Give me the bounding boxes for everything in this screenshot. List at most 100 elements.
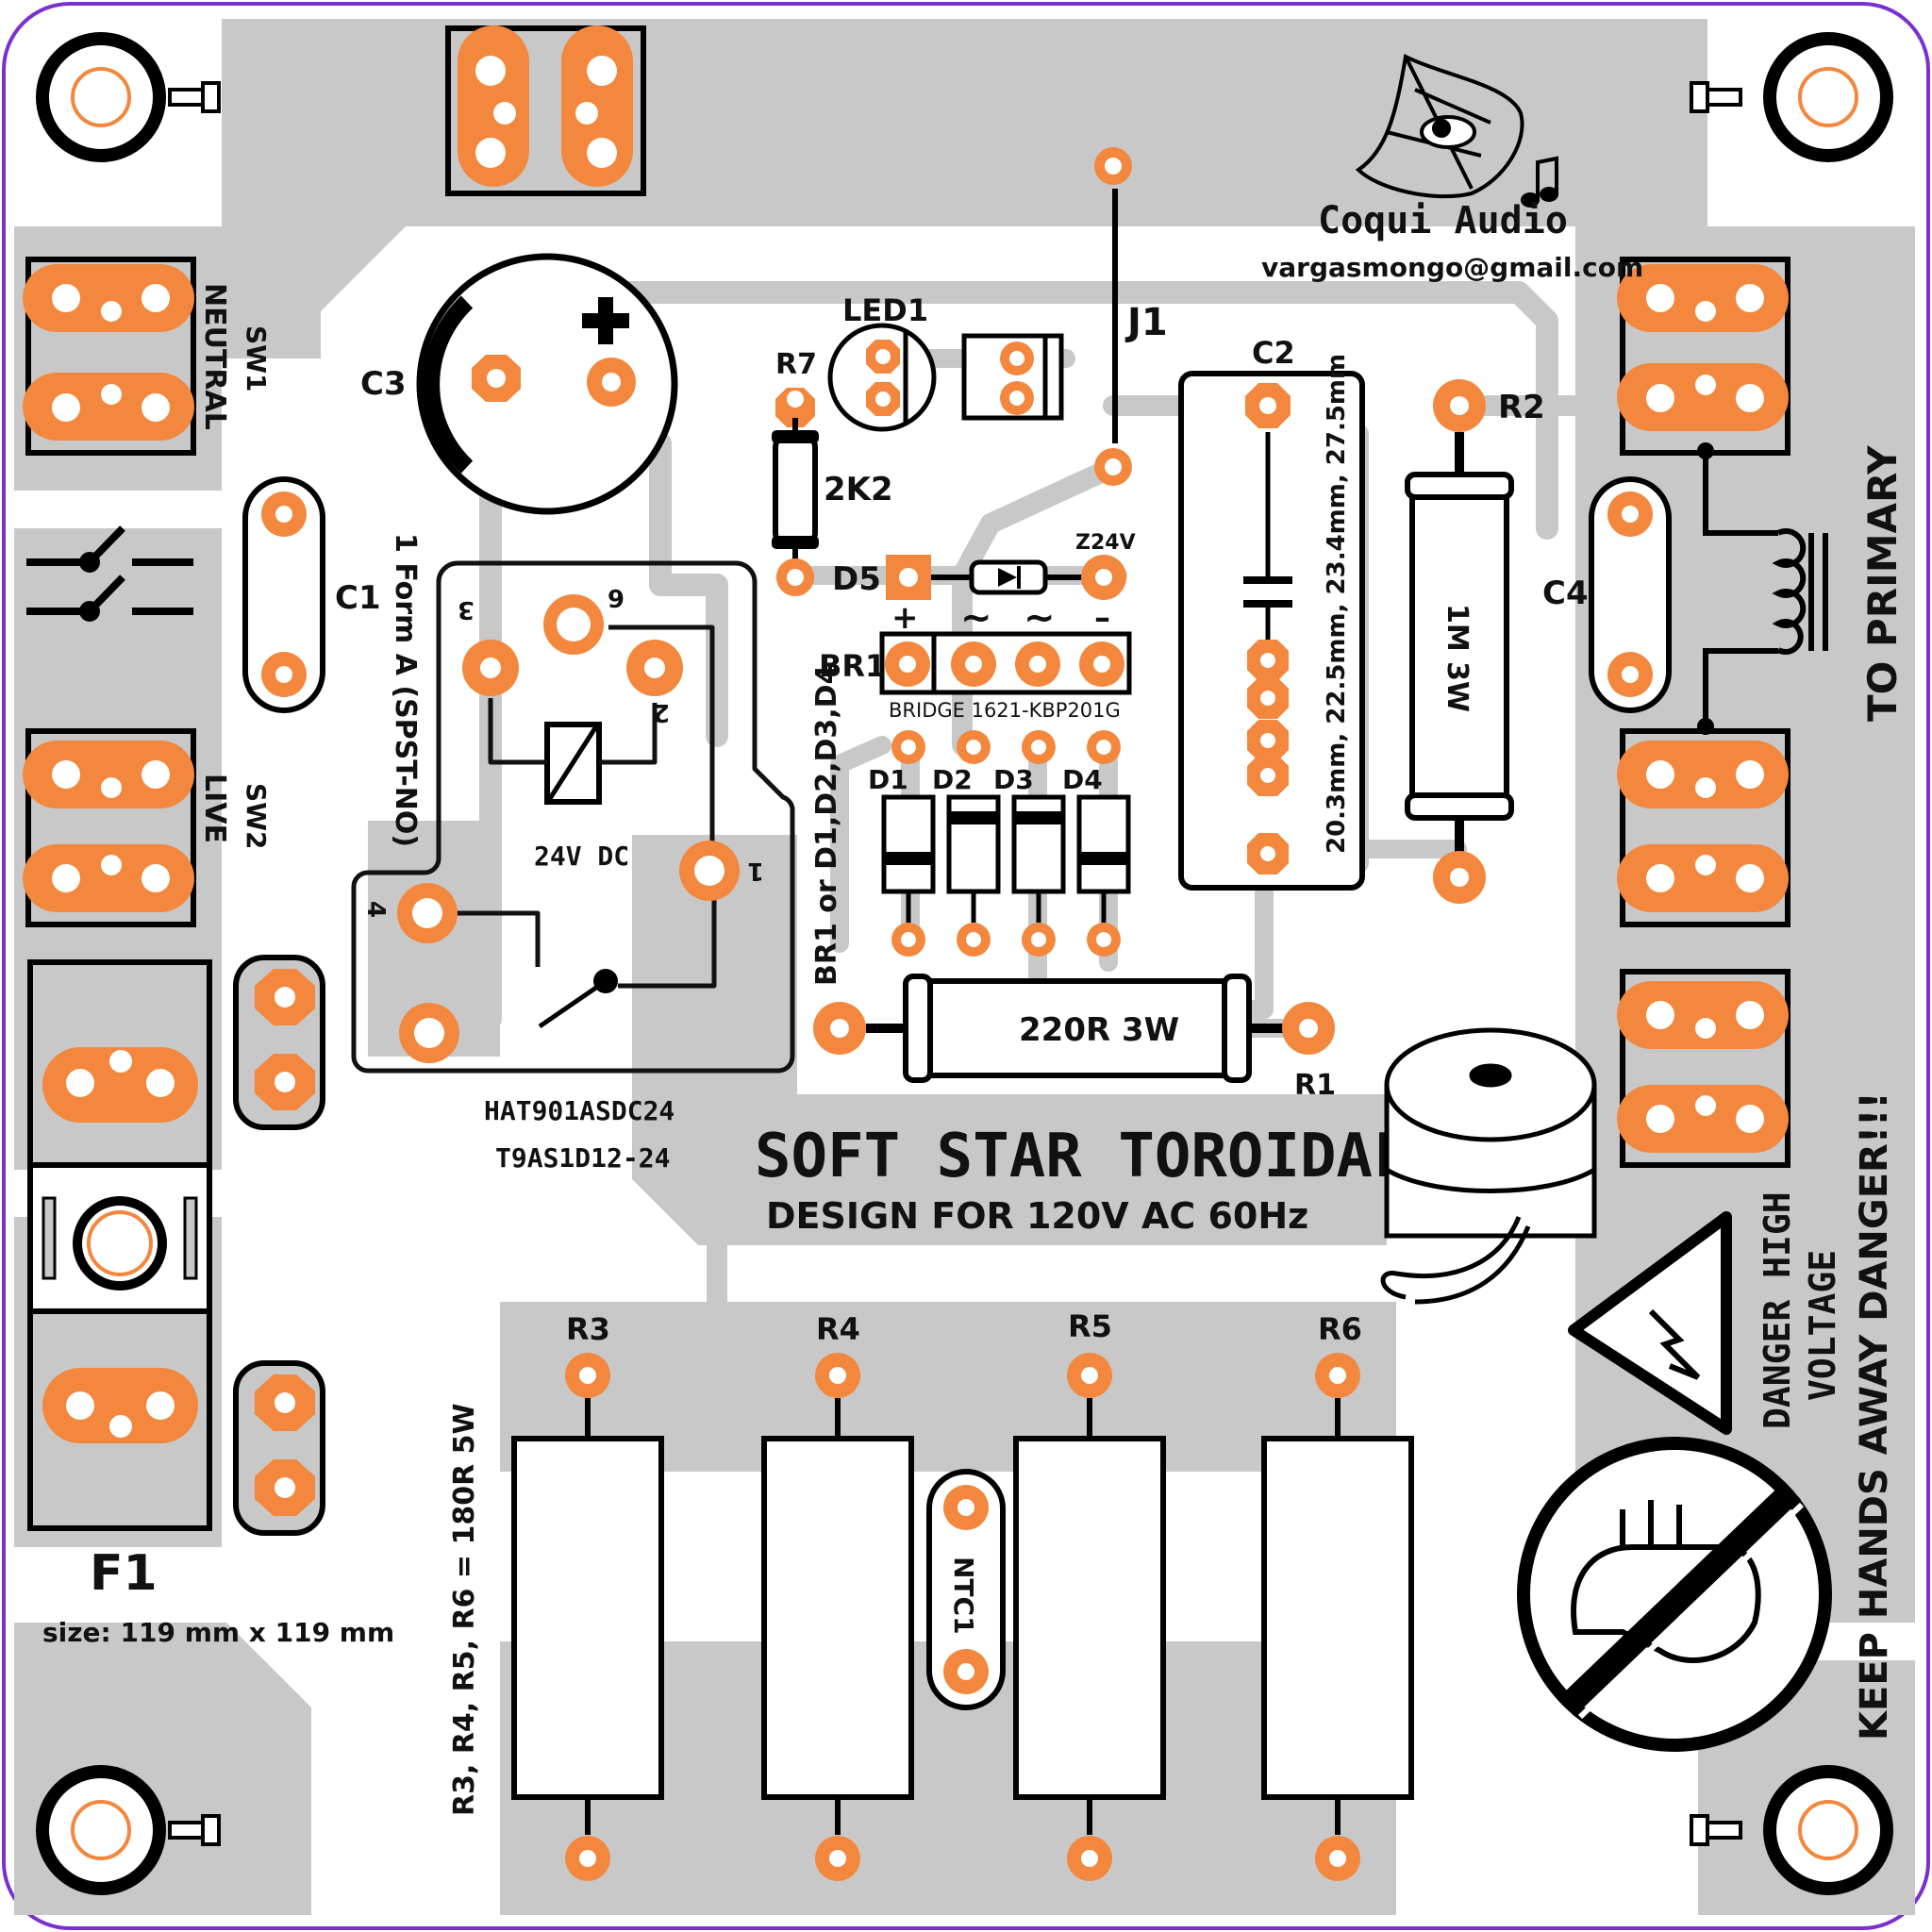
r4-label: R4 (816, 1311, 860, 1347)
brand-email: vargasmongo@gmail.com (1261, 252, 1643, 283)
toroidal-transformer-icon (1380, 1027, 1597, 1305)
fuse-side-pads-top (233, 955, 325, 1130)
brand-name: Coqui Audio (1318, 199, 1568, 242)
relay-part-2: T9AS1D12-24 (495, 1142, 670, 1174)
top-terminal-block (445, 25, 646, 196)
d1-diode (881, 730, 936, 957)
screw-icon (168, 81, 1742, 1846)
r3-label: R3 (566, 1311, 610, 1347)
br1-minus: – (1094, 599, 1110, 637)
sw1-name-label: NEUTRAL (198, 283, 231, 430)
br1-ac1: ~ (960, 596, 992, 640)
d2-label: D2 (932, 764, 973, 795)
c2-sizes-label: 20.3mm, 22.5mm, 23.4mm, 27.5mm (1323, 354, 1351, 854)
relay-type-label: 1 Form A (SPST-NO) (389, 533, 422, 847)
mounting-hole-icon (36, 1765, 166, 1895)
sw1-id-label: SW1 (241, 325, 272, 392)
br1-ac2: ~ (1024, 596, 1056, 640)
br1-plus: + (891, 599, 919, 637)
c3-label: C3 (360, 365, 407, 403)
d3-diode (1011, 730, 1066, 957)
relay-coil-voltage: 24V DC (534, 841, 629, 872)
no-touch-hand-icon (1517, 1437, 1832, 1752)
bridge-alt-label: BR1 or D1,D2,D3,D4 (810, 665, 843, 986)
r2-value: 1M 3W (1441, 604, 1474, 712)
high-voltage-warning-icon (1568, 1211, 1732, 1435)
relay-pin6-label: 6 (608, 583, 625, 611)
ntc1-label: NTC1 (948, 1557, 979, 1635)
sw2-terminal-block (23, 728, 196, 927)
r4-resistor (761, 1353, 914, 1881)
r7-label: R7 (775, 348, 817, 381)
relay-pin3-label: 3 (458, 595, 475, 624)
d3-label: D3 (993, 764, 1034, 795)
diode-symbol-icon (969, 559, 1048, 595)
mounting-hole-icon (1763, 1765, 1893, 1895)
r2-resistor (1405, 379, 1514, 904)
board-title: SOFT STAR TOROIDAL (755, 1122, 1409, 1191)
right-terminal-bottom (1617, 969, 1790, 1168)
c1-capacitor (242, 476, 325, 713)
r5-resistor (1013, 1353, 1166, 1881)
diodes-d1-d4 (881, 730, 1131, 957)
r7-resistor (772, 388, 819, 596)
bridge-part-label: BRIDGE 1621-KBP201G (889, 699, 1121, 722)
j1-jumper (1094, 147, 1132, 486)
capacitor-symbol-icon (1243, 576, 1292, 608)
br1-label: BR1 (819, 648, 886, 684)
board-size-note: size: 119 mm x 119 mm (42, 1617, 394, 1648)
r3-resistor (511, 1353, 664, 1881)
relay-outline (351, 560, 795, 1074)
d4-diode (1076, 730, 1131, 957)
sw1-terminal-block (23, 257, 196, 456)
relay-part-1: HAT901ASDC24 (484, 1095, 675, 1126)
br1-bridge-rectifier (879, 631, 1132, 695)
ntc1-thermistor (926, 1469, 1006, 1710)
d2-diode (946, 730, 1001, 957)
relay-pin1-label: 1 (747, 857, 764, 885)
r1-label: R1 (1294, 1069, 1336, 1102)
r-value-note: R3, R4, R5, R6 = 180R 5W (448, 1403, 481, 1816)
sw2-id-label: SW2 (241, 783, 272, 850)
relay-pin2-label: 2 (653, 698, 670, 726)
relay-coil-icon (544, 722, 602, 805)
danger-line1: DANGER HIGH (1757, 1191, 1798, 1429)
d5-label: D5 (832, 560, 881, 598)
r6-resistor (1261, 1353, 1414, 1881)
fuse-side-pads-bottom (233, 1360, 325, 1536)
d1-label: D1 (868, 764, 908, 795)
r5-label: R5 (1068, 1308, 1112, 1344)
music-note-icon (1521, 156, 1558, 208)
mounting-hole-icon (36, 32, 166, 162)
right-terminal-middle (1617, 728, 1790, 927)
led1-label: LED1 (842, 292, 928, 328)
j1-label: J1 (1124, 301, 1168, 344)
z24v-label: Z24V (1075, 531, 1136, 555)
d5-zener-diode (776, 555, 1126, 600)
d4-label: D4 (1062, 764, 1103, 795)
danger-line2: VOLTAGE (1802, 1250, 1843, 1401)
mounting-holes (36, 32, 1893, 1895)
led1 (827, 323, 1064, 432)
c2-label: C2 (1252, 335, 1295, 371)
r7-value: 2K2 (824, 471, 893, 508)
inductor-symbol-icon (1697, 442, 1828, 735)
r1-resistor (813, 974, 1335, 1083)
f1-label: F1 (90, 1545, 158, 1602)
r2-label: R2 (1498, 389, 1545, 426)
c2-capacitor (1178, 371, 1365, 891)
c4-label: C4 (1542, 575, 1589, 612)
switch-symbol-icon (26, 525, 193, 622)
f1-fuse-holder (27, 959, 212, 1531)
r6-label: R6 (1318, 1311, 1362, 1347)
relay-pin4-label: 4 (361, 901, 390, 918)
keep-hands-label: KEEP HANDS AWAY DANGER!!! (1853, 1091, 1896, 1740)
frog-logo-icon (1355, 54, 1524, 199)
to-primary-label: TO PRIMARY (1859, 445, 1906, 722)
mounting-hole-icon (1763, 32, 1893, 162)
board-subtitle: DESIGN FOR 120V AC 60Hz (766, 1195, 1308, 1237)
sw2-name-label: LIVE (198, 774, 231, 843)
c3-capacitor (416, 253, 678, 515)
c4-capacitor (1589, 476, 1672, 713)
